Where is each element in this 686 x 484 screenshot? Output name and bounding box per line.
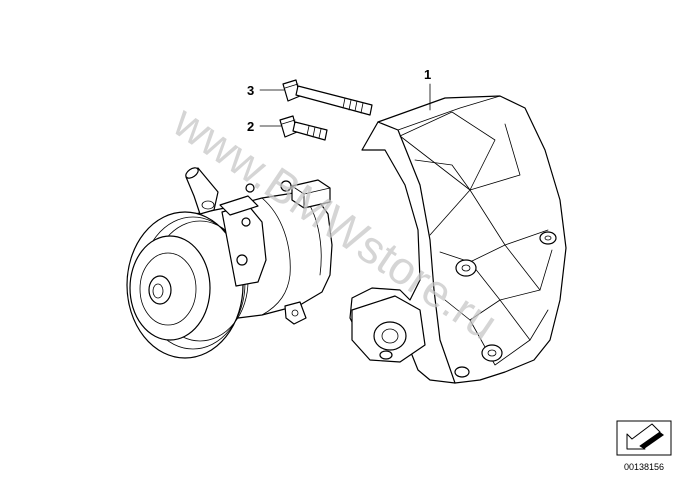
arrow-reference-icon [616, 420, 672, 456]
callout-label-2: 2 [247, 119, 254, 134]
ac-compressor-drawing [126, 167, 333, 359]
short-bolt [279, 115, 328, 141]
callout-label-1: 1 [424, 67, 431, 82]
reference-number: 00138156 [624, 462, 664, 472]
callout-3: 3 [247, 83, 285, 98]
mounting-bracket-drawing [349, 95, 567, 384]
callout-label-3: 3 [247, 83, 254, 98]
callout-2: 2 [247, 119, 283, 134]
callout-1: 1 [424, 67, 431, 111]
long-bolt [282, 79, 373, 116]
bolt-drawing [279, 79, 373, 141]
